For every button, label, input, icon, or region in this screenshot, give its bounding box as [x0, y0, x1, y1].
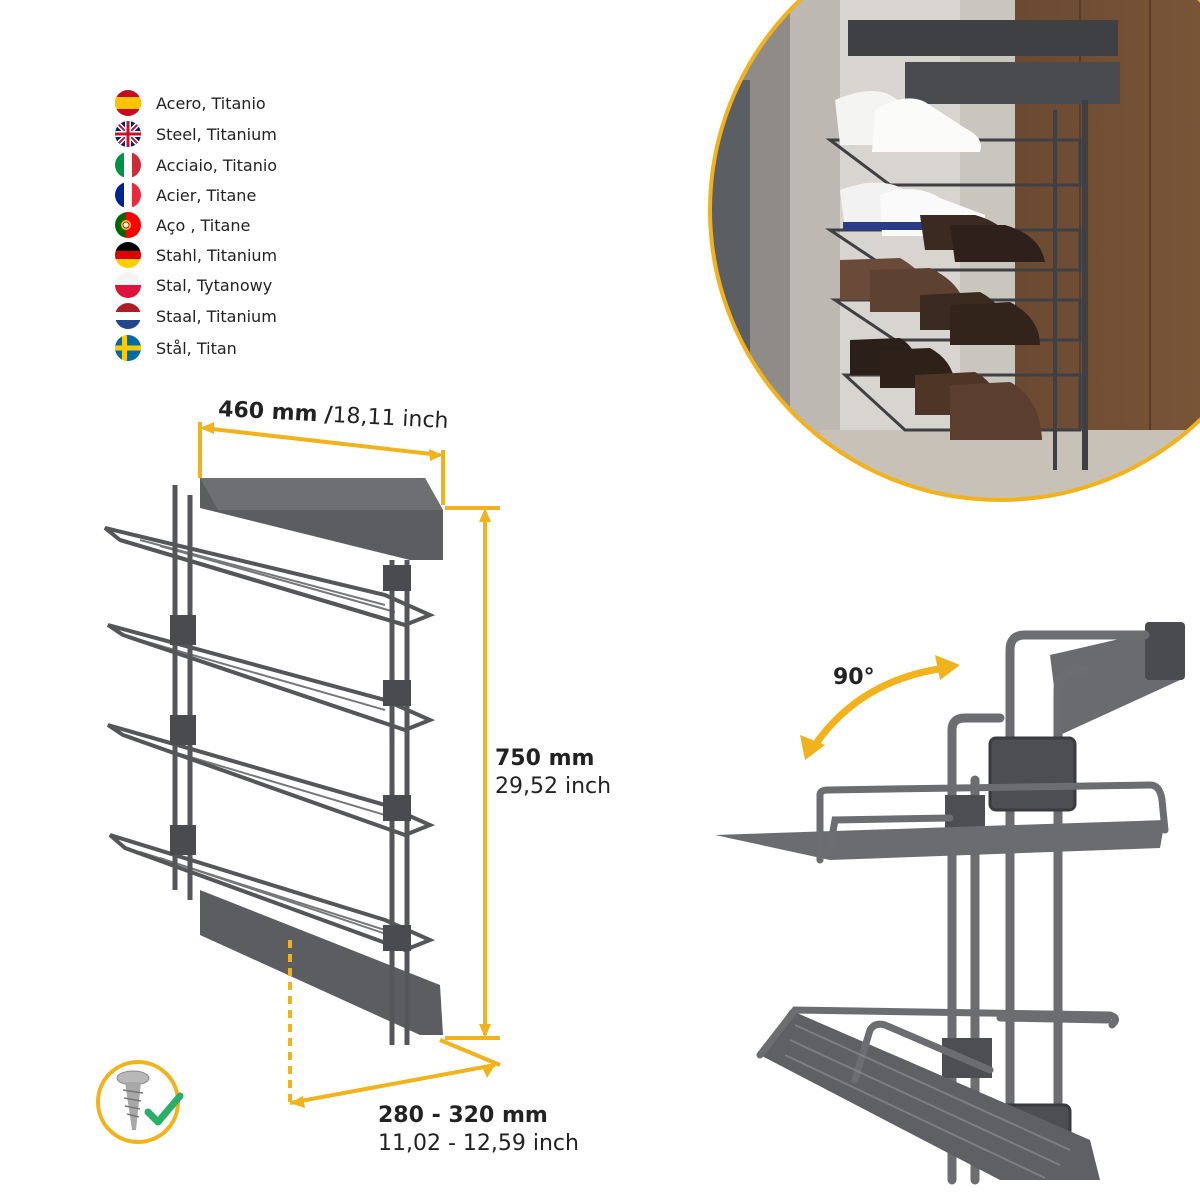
material-label: Acero, Titanio — [156, 93, 266, 113]
height-mm: 750 mm — [495, 746, 595, 771]
height-inch: 29,52 inch — [495, 774, 612, 799]
germany-flag-icon — [115, 242, 141, 268]
sweden-flag-icon — [115, 335, 141, 361]
italy-flag-icon — [115, 152, 141, 178]
rotation-angle-label: 90° — [833, 665, 875, 690]
material-label: Stahl, Titanium — [156, 245, 278, 265]
material-label: Acciaio, Titanio — [156, 155, 278, 175]
material-label: Stal, Tytanowy — [156, 275, 273, 295]
material-row-pl: Stal, Tytanowy — [115, 270, 272, 300]
spain-flag-icon — [115, 90, 141, 116]
netherlands-flag-icon — [115, 303, 141, 329]
checkmark-icon — [144, 1092, 184, 1126]
material-row-pt: Aço , Titane — [115, 210, 250, 240]
depth-mm: 280 - 320 mm — [378, 1103, 548, 1128]
material-label: Stål, Titan — [156, 338, 237, 358]
depth-inch: 11,02 - 12,59 inch — [378, 1131, 579, 1156]
rotation-arrow-icon — [800, 655, 960, 760]
material-label: Steel, Titanium — [156, 124, 277, 144]
portugal-flag-icon — [115, 212, 141, 238]
material-row-en: Steel, Titanium — [115, 119, 277, 149]
material-row-nl: Staal, Titanium — [115, 301, 277, 331]
material-row-it: Acciaio, Titanio — [115, 150, 277, 180]
poland-flag-icon — [115, 272, 141, 298]
screw-icon — [116, 1070, 150, 1130]
material-row-es: Acero, Titanio — [115, 88, 266, 118]
france-flag-icon — [115, 182, 141, 208]
material-row-fr: Acier, Titane — [115, 180, 256, 210]
material-label: Acier, Titane — [156, 185, 257, 205]
material-label: Staal, Titanium — [156, 306, 277, 326]
material-label: Aço , Titane — [156, 215, 251, 235]
material-row-de: Stahl, Titanium — [115, 240, 277, 270]
material-row-se: Stål, Titan — [115, 333, 237, 363]
